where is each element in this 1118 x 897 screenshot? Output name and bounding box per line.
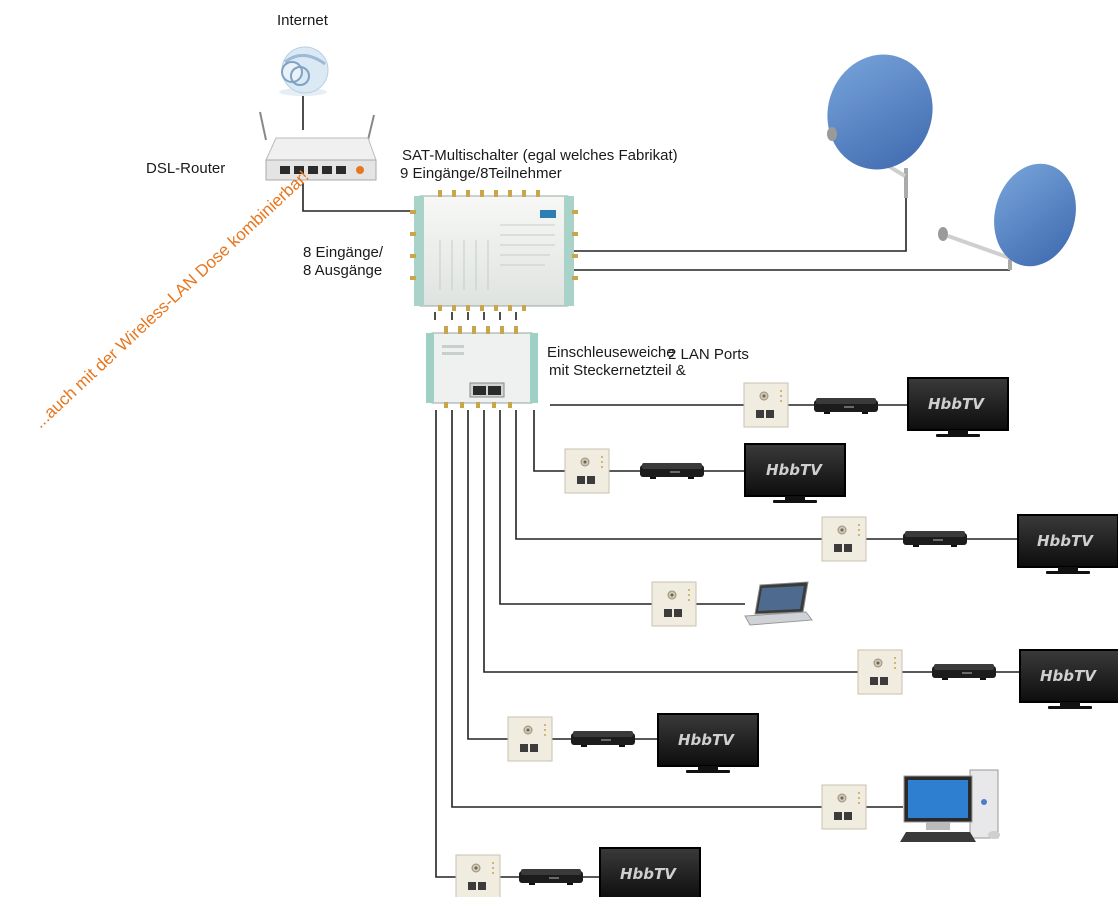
inputs-label-line1: 8 Eingänge/: [303, 244, 384, 261]
internet-label: Internet: [277, 12, 328, 29]
router-icon: [259, 111, 377, 181]
globe-icon: [279, 46, 329, 96]
tv-brand-label: HbbTV: [1037, 532, 1093, 550]
set-top-box-icon: [640, 463, 704, 479]
router-label: DSL-Router: [146, 160, 226, 177]
laptop-icon: [744, 581, 813, 626]
tv-brand-label: HbbTV: [766, 461, 822, 479]
set-top-box-icon: [932, 664, 996, 680]
multiswitch-icon: [410, 190, 578, 311]
set-top-box-icon: [814, 398, 878, 414]
tv-brand-label: HbbTV: [1040, 667, 1096, 685]
lan-socket-icon: [743, 382, 789, 428]
switch-title-label: SAT-Multischalter (egal welches Fabrikat…: [402, 147, 678, 164]
connection-lines: [302, 93, 1020, 878]
lan-socket-icon: [857, 649, 903, 695]
lan-socket-icon: [821, 784, 867, 830]
lan-socket-icon: [564, 448, 610, 494]
desktop-pc-icon: [900, 769, 1000, 842]
lan-socket-icon: [507, 716, 553, 762]
lan-socket-icon: [455, 854, 501, 897]
lan-ports-label: 2 LAN Ports: [668, 346, 749, 363]
lan-socket-icon: [821, 516, 867, 562]
switch-subtitle-label: 9 Eingänge/8Teilnehmer: [400, 165, 562, 182]
sat-dish-icon: [938, 163, 1076, 271]
set-top-box-icon: [571, 731, 635, 747]
tv-brand-label: HbbTV: [678, 731, 734, 749]
inputs-label-line2: 8 Ausgänge: [303, 262, 383, 279]
set-top-box-icon: [903, 531, 967, 547]
sat-dish-icon: [827, 54, 933, 198]
lan-socket-icon: [651, 581, 697, 627]
set-top-box-icon: [519, 869, 583, 885]
tv-brand-label: HbbTV: [928, 395, 984, 413]
insertion-label-line2: mit Steckernetzteil &: [549, 362, 686, 379]
insertion-label-line1: Einschleuseweiche: [547, 344, 675, 361]
tv-brand-label: HbbTV: [620, 865, 676, 883]
insertion-switch-icon: [426, 326, 538, 408]
